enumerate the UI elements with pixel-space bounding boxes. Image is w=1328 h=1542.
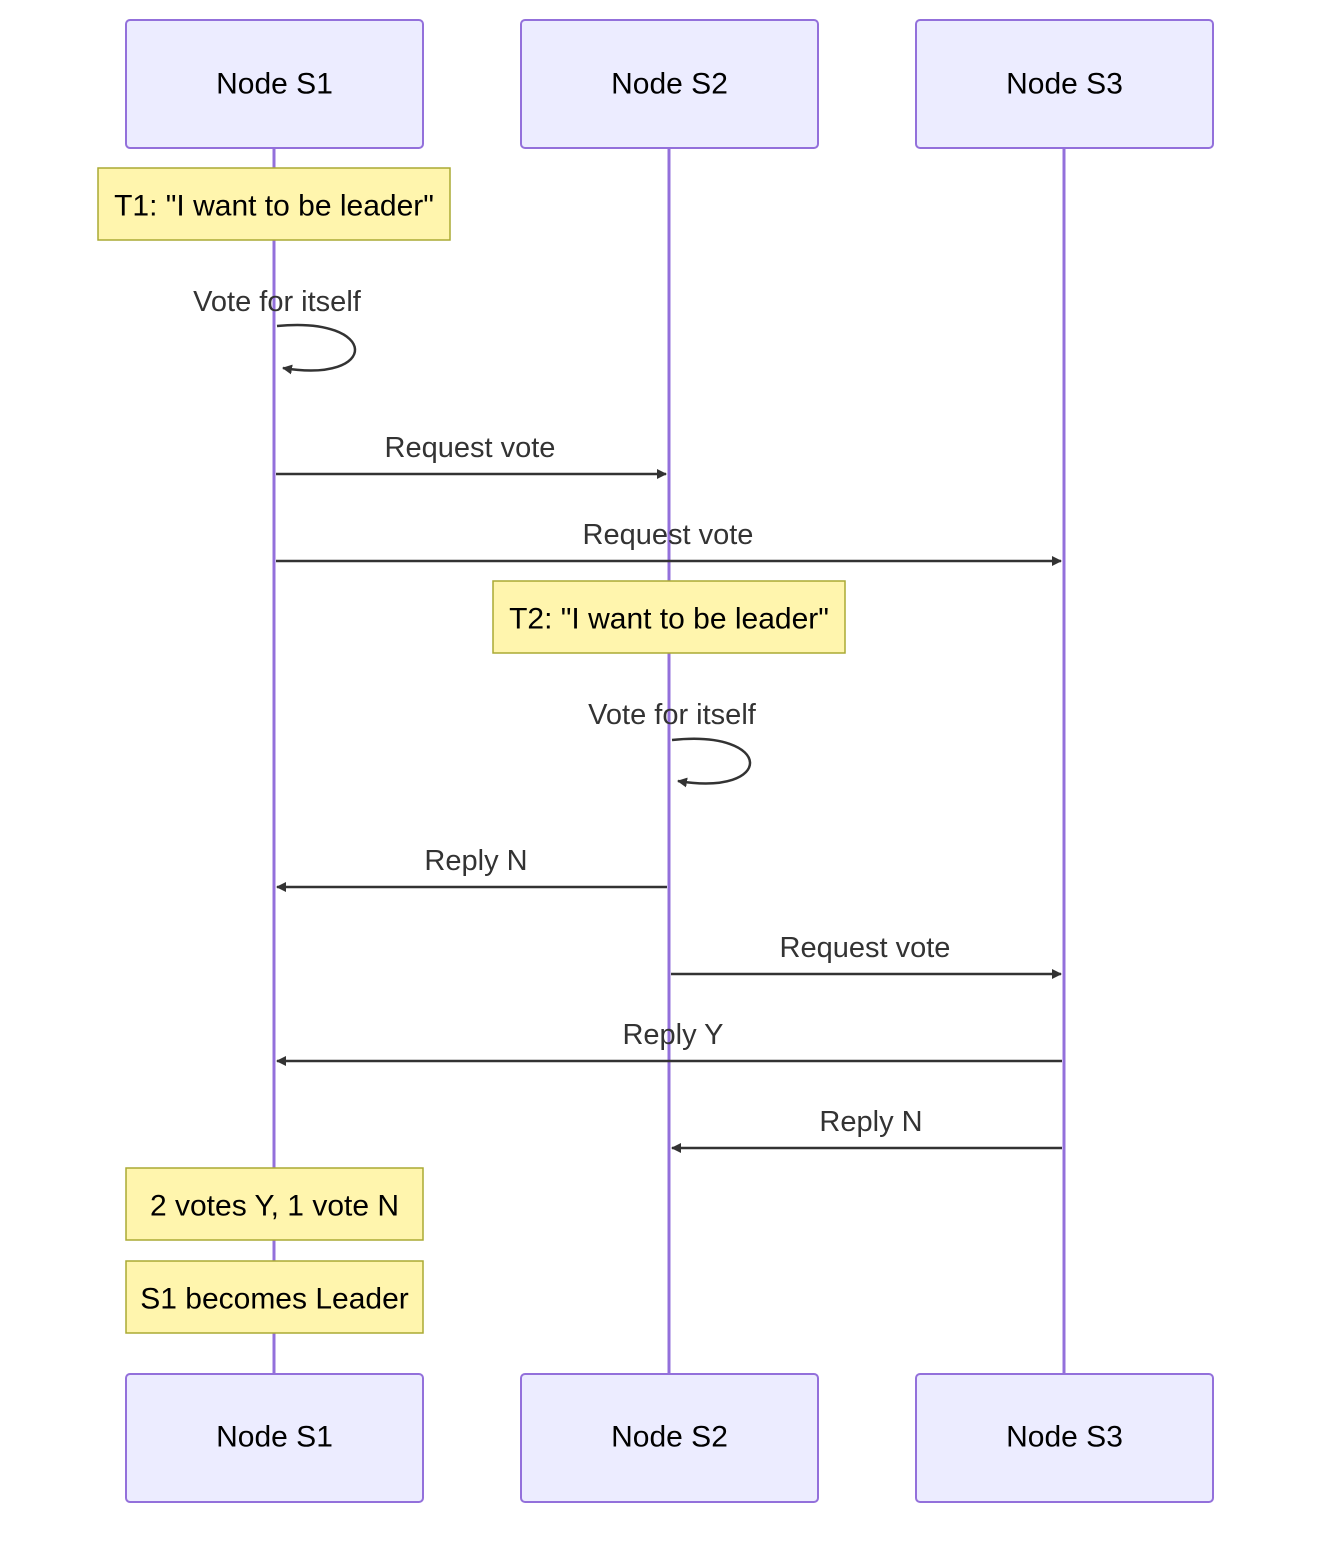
actor-s1-top: Node S1 (125, 19, 424, 149)
message-s2-to-s3: Request vote (671, 932, 1062, 979)
actor-label: Node S2 (611, 68, 728, 101)
note-leader: S1 becomes Leader (125, 1260, 424, 1334)
message-s3-to-s1: Reply Y (276, 1019, 1062, 1066)
actor-label: Node S2 (611, 1421, 728, 1454)
message-s1-to-s2: Request vote (276, 432, 667, 479)
note-t2: T2: "I want to be leader" (492, 580, 846, 654)
actor-label: Node S1 (216, 68, 333, 101)
actor-s2-bottom: Node S2 (520, 1373, 819, 1503)
actor-s1-bottom: Node S1 (125, 1373, 424, 1503)
message-label: Reply N (819, 1106, 922, 1138)
message-label: Request vote (780, 932, 951, 964)
message-s1-self: Vote for itself (193, 286, 362, 375)
note-text: 2 votes Y, 1 vote N (150, 1190, 399, 1223)
actor-s3-bottom: Node S3 (915, 1373, 1214, 1503)
actor-label: Node S3 (1006, 1421, 1123, 1454)
actor-label: Node S1 (216, 1421, 333, 1454)
actor-label: Node S3 (1006, 68, 1123, 101)
message-s3-to-s2: Reply N (671, 1106, 1062, 1153)
message-label: Vote for itself (193, 286, 362, 318)
message-label: Request vote (583, 519, 754, 551)
message-label: Reply N (424, 845, 527, 877)
message-s2-self: Vote for itself (588, 699, 757, 788)
message-label: Reply Y (622, 1019, 723, 1051)
message-label: Request vote (385, 432, 556, 464)
note-t1: T1: "I want to be leader" (97, 167, 451, 241)
note-text: T1: "I want to be leader" (114, 190, 434, 223)
actor-s3-top: Node S3 (915, 19, 1214, 149)
message-s2-to-s1: Reply N (276, 845, 667, 892)
note-vote-count: 2 votes Y, 1 vote N (125, 1167, 424, 1241)
actor-s2-top: Node S2 (520, 19, 819, 149)
message-label: Vote for itself (588, 699, 757, 731)
note-text: S1 becomes Leader (140, 1283, 409, 1316)
note-text: T2: "I want to be leader" (509, 603, 829, 636)
message-s1-to-s3: Request vote (276, 519, 1062, 566)
